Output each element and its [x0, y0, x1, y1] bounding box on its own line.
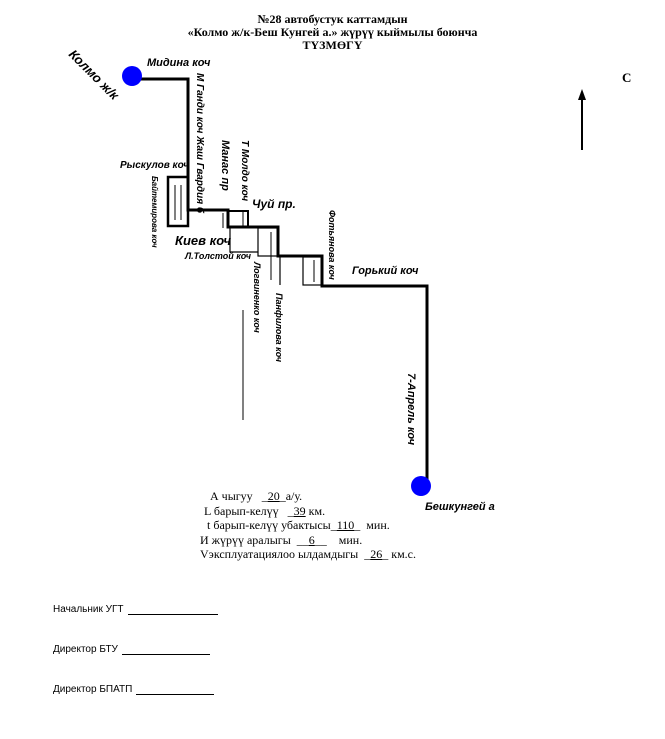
street-label: Логвиненко коч [252, 261, 262, 333]
route-info: А чыгуу _20_а/у. L барып-келүү _39 км. t… [200, 489, 416, 561]
info-value: 26 [370, 547, 383, 561]
info-label: А чыгуу [210, 489, 253, 503]
street-label: Чуй пр. [252, 197, 296, 211]
street-label: Байтемирова коч [150, 176, 159, 248]
info-label: t барып-келүү убактысы [207, 518, 331, 532]
info-value: 39 [293, 503, 306, 518]
title-line-1: №28 автобустук каттамдын [257, 12, 408, 26]
street-label: Панфилова коч [274, 293, 284, 363]
info-label: Vэксплуатациялоо ылдамдыгы [200, 547, 359, 561]
info-label: И жүрүү аралыгы [200, 532, 291, 547]
signature-line [121, 644, 210, 655]
signature-label: Директор БТУ [53, 644, 118, 655]
street-label: Рыскулов коч [120, 160, 189, 171]
title-line-3: ТҮЗМӨГҮ [302, 38, 363, 52]
north-label: С [622, 70, 632, 85]
info-value: 110 [336, 518, 355, 532]
street-label: Т Молдо коч [239, 140, 250, 201]
info-unit: км.с. [391, 547, 416, 561]
info-unit: км. [308, 503, 326, 518]
street-label: Манас пр [219, 140, 231, 191]
signature-head-ugt: Начальник УГТ [53, 604, 218, 615]
north-arrow-head [578, 89, 586, 100]
signature-label: Директор БПАТП [53, 684, 133, 695]
street-label: Л.Толстой коч [184, 251, 252, 261]
street-label: Горький коч [352, 265, 419, 277]
street-label: М Ганди коч Жаш Гвардия б [194, 73, 206, 214]
signature-director-bpatp: Директор БПАТП [53, 684, 215, 695]
info-unit: мин. [366, 518, 390, 532]
title-line-2: «Колмо ж/к-Беш Кунгей а.» жүрүү кыймылы … [187, 25, 478, 39]
info-value: 6 [308, 532, 315, 547]
signature-label: Начальник УГТ [53, 604, 124, 615]
info-value: 20 [267, 489, 280, 503]
signature-line [136, 684, 215, 695]
start-stop-marker[interactable] [122, 66, 142, 86]
info-label: L барып-келүү [204, 503, 279, 518]
street-label: Мидина коч [147, 57, 211, 69]
signature-line [127, 604, 218, 615]
street-label: Фотьянова коч [327, 210, 337, 281]
start-stop-label: Колмо ж/к [66, 47, 123, 104]
end-stop-marker[interactable] [411, 476, 431, 496]
end-stop-label: Бешкунгей а [425, 501, 495, 513]
street-label: 7-Апрель коч [405, 373, 417, 446]
signature-director-btu: Директор БТУ [53, 644, 210, 655]
info-unit: мин. [338, 532, 363, 547]
info-unit: а/у. [285, 489, 303, 503]
direction-arrows [174, 185, 315, 420]
route-line [133, 77, 429, 480]
street-label: Киев коч [175, 233, 232, 248]
